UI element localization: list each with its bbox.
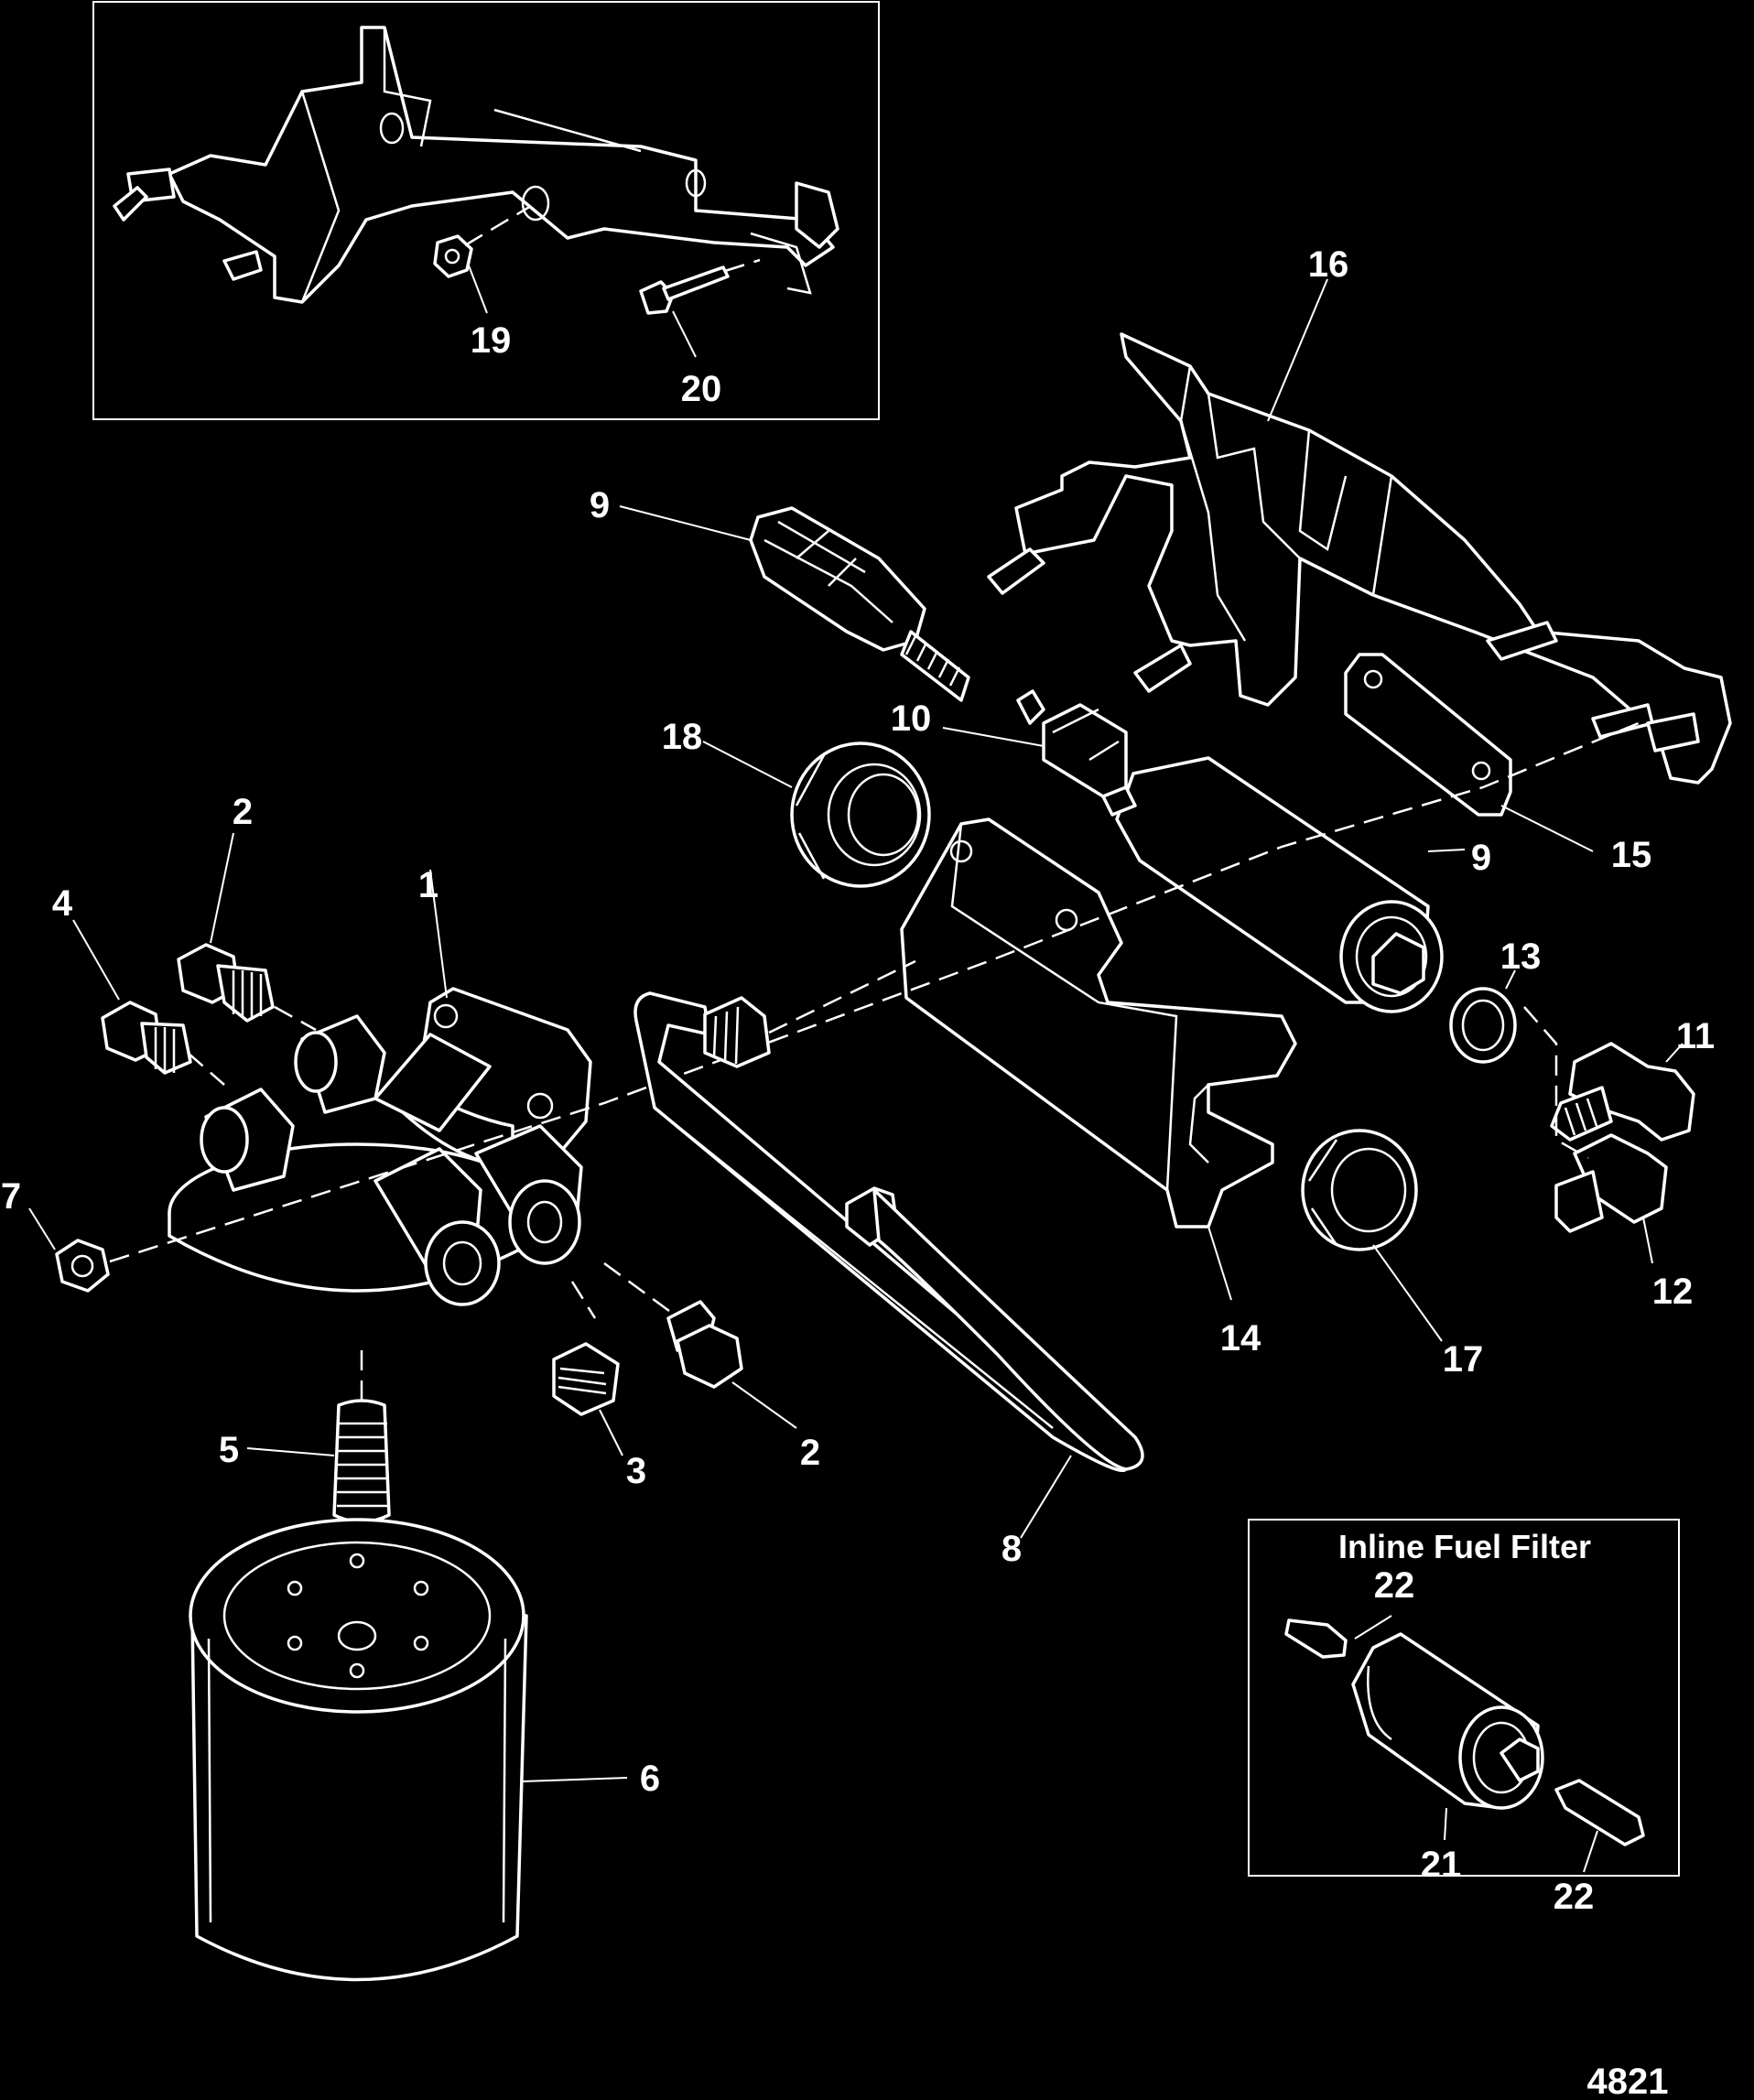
callout-18: 18 bbox=[662, 717, 703, 757]
fuel-pump-9 bbox=[1042, 703, 1444, 1013]
callout-14: 14 bbox=[1220, 1318, 1261, 1359]
callout-21: 21 bbox=[1421, 1845, 1462, 1885]
callout-22: 22 bbox=[1374, 1565, 1415, 1606]
callouts: 1 2 2 3 4 5 6 7 8 9 9 10 11 12 13 14 15 … bbox=[1, 244, 1715, 1917]
drawing-number: 4821 bbox=[1587, 2062, 1669, 2100]
bracket-detail-part bbox=[113, 26, 839, 304]
callout-4: 4 bbox=[52, 883, 73, 924]
inline-filter-21 bbox=[1351, 1632, 1544, 1810]
port-front-right bbox=[474, 1124, 583, 1265]
fuel-line-8 bbox=[633, 991, 1144, 1472]
callout-13: 13 bbox=[1500, 936, 1542, 977]
grommet-18 bbox=[790, 741, 931, 888]
callout-8: 8 bbox=[1002, 1529, 1022, 1569]
nut-19 bbox=[433, 234, 473, 278]
callout-20: 20 bbox=[681, 369, 722, 409]
grommet-17 bbox=[1301, 1129, 1418, 1251]
callout-16: 16 bbox=[1308, 244, 1349, 285]
bracket-detail-frame bbox=[92, 1, 880, 420]
callout-9: 9 bbox=[590, 485, 610, 525]
plate-15 bbox=[1344, 653, 1512, 817]
inline-filter-title: Inline Fuel Filter bbox=[1338, 1528, 1591, 1565]
callout-5: 5 bbox=[219, 1430, 239, 1470]
port-left-lower bbox=[200, 1088, 295, 1192]
callout-11: 11 bbox=[1676, 1016, 1715, 1056]
callout-15: 15 bbox=[1611, 835, 1652, 875]
port-left-upper bbox=[294, 1014, 386, 1114]
callout-22: 22 bbox=[1554, 1877, 1595, 1917]
callout-2: 2 bbox=[233, 792, 253, 832]
callout-3: 3 bbox=[626, 1451, 646, 1491]
port-front-left bbox=[374, 1147, 501, 1306]
barb-fitting-22-upper bbox=[1284, 1618, 1348, 1659]
inline-filter-frame bbox=[1248, 1519, 1680, 1877]
bracket-14 bbox=[900, 817, 1297, 1229]
fitting-2-lower bbox=[666, 1300, 743, 1389]
plug-3 bbox=[552, 1342, 620, 1416]
elbow-fitting-11 bbox=[1550, 1042, 1695, 1142]
callout-9: 9 bbox=[1471, 838, 1491, 878]
nipple-5 bbox=[332, 1399, 391, 1524]
callout-12: 12 bbox=[1652, 1272, 1694, 1312]
screw-20 bbox=[639, 265, 730, 315]
callout-2: 2 bbox=[800, 1433, 820, 1473]
callout-6: 6 bbox=[640, 1759, 660, 1799]
nut-7 bbox=[55, 1239, 110, 1293]
elbow-fitting-12 bbox=[1554, 1133, 1668, 1233]
fitting-4 bbox=[101, 1001, 192, 1075]
callout-1: 1 bbox=[418, 865, 438, 905]
seal-13 bbox=[1449, 987, 1517, 1064]
callout-10: 10 bbox=[891, 698, 932, 739]
callout-17: 17 bbox=[1443, 1339, 1484, 1380]
callout-7: 7 bbox=[1, 1176, 21, 1217]
fitting-2-upper bbox=[177, 943, 275, 1023]
harness-connector-9 bbox=[749, 506, 1045, 725]
callout-19: 19 bbox=[471, 320, 512, 361]
barb-fitting-22-lower bbox=[1554, 1779, 1645, 1846]
bracket-16 bbox=[987, 332, 1732, 785]
filter-element-6 bbox=[189, 1518, 528, 1982]
